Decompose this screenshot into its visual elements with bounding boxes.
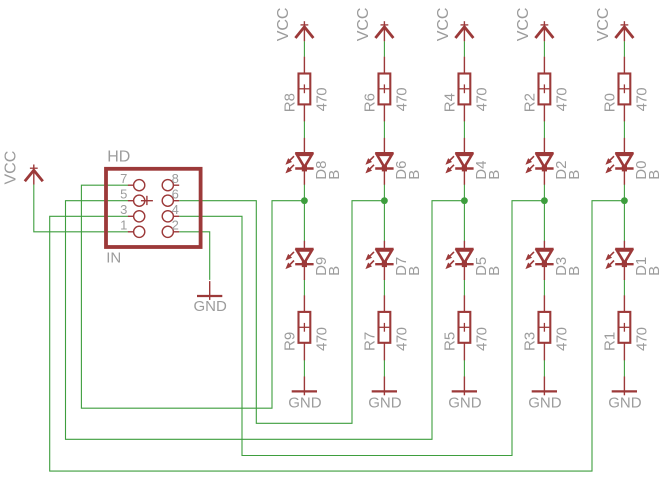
svg-text:B: B xyxy=(646,266,663,276)
svg-text:D3: D3 xyxy=(553,257,570,276)
svg-text:HD: HD xyxy=(107,149,130,166)
svg-text:1: 1 xyxy=(120,218,127,233)
svg-text:470: 470 xyxy=(473,88,490,112)
svg-text:GND: GND xyxy=(368,395,402,412)
svg-text:B: B xyxy=(646,170,663,180)
svg-text:B: B xyxy=(566,266,583,276)
svg-text:470: 470 xyxy=(393,327,410,351)
svg-text:VCC: VCC xyxy=(275,8,292,42)
svg-text:GND: GND xyxy=(528,395,562,412)
svg-text:470: 470 xyxy=(313,88,330,112)
svg-text:B: B xyxy=(566,170,583,180)
svg-text:470: 470 xyxy=(473,327,490,351)
svg-text:R0: R0 xyxy=(602,93,619,112)
svg-text:GND: GND xyxy=(448,395,482,412)
svg-text:R9: R9 xyxy=(282,332,299,351)
svg-text:VCC: VCC xyxy=(435,8,452,42)
svg-text:D1: D1 xyxy=(633,257,650,276)
svg-text:D8: D8 xyxy=(313,161,330,180)
svg-text:470: 470 xyxy=(553,88,570,112)
svg-text:470: 470 xyxy=(633,88,650,112)
svg-text:B: B xyxy=(406,266,423,276)
svg-text:VCC: VCC xyxy=(2,151,19,185)
svg-text:GND: GND xyxy=(194,298,228,315)
svg-text:R6: R6 xyxy=(362,93,379,112)
svg-text:D6: D6 xyxy=(393,161,410,180)
svg-text:D7: D7 xyxy=(393,257,410,276)
svg-text:R4: R4 xyxy=(442,93,459,112)
svg-text:470: 470 xyxy=(633,327,650,351)
svg-text:B: B xyxy=(486,170,503,180)
svg-text:B: B xyxy=(326,266,343,276)
svg-text:R3: R3 xyxy=(522,332,539,351)
svg-text:B: B xyxy=(406,170,423,180)
svg-text:4: 4 xyxy=(172,202,179,217)
svg-text:VCC: VCC xyxy=(595,8,612,42)
svg-text:8: 8 xyxy=(172,171,179,186)
svg-text:470: 470 xyxy=(313,327,330,351)
svg-text:R5: R5 xyxy=(442,332,459,351)
svg-text:R8: R8 xyxy=(282,93,299,112)
svg-text:470: 470 xyxy=(393,88,410,112)
svg-text:VCC: VCC xyxy=(355,8,372,42)
svg-text:R1: R1 xyxy=(602,332,619,351)
svg-text:6: 6 xyxy=(172,186,179,201)
svg-text:GND: GND xyxy=(608,395,642,412)
svg-text:D5: D5 xyxy=(473,257,490,276)
svg-text:2: 2 xyxy=(172,218,179,233)
svg-text:7: 7 xyxy=(120,171,127,186)
svg-text:R7: R7 xyxy=(362,332,379,351)
svg-text:VCC: VCC xyxy=(515,8,532,42)
svg-text:D9: D9 xyxy=(313,257,330,276)
svg-text:D2: D2 xyxy=(553,161,570,180)
svg-text:B: B xyxy=(326,170,343,180)
svg-text:B: B xyxy=(486,266,503,276)
svg-text:IN: IN xyxy=(106,250,121,267)
svg-text:R2: R2 xyxy=(522,93,539,112)
svg-text:D4: D4 xyxy=(473,161,490,180)
svg-text:3: 3 xyxy=(120,202,127,217)
svg-text:5: 5 xyxy=(120,186,127,201)
svg-text:D0: D0 xyxy=(633,161,650,180)
svg-text:470: 470 xyxy=(553,327,570,351)
svg-text:GND: GND xyxy=(288,395,322,412)
